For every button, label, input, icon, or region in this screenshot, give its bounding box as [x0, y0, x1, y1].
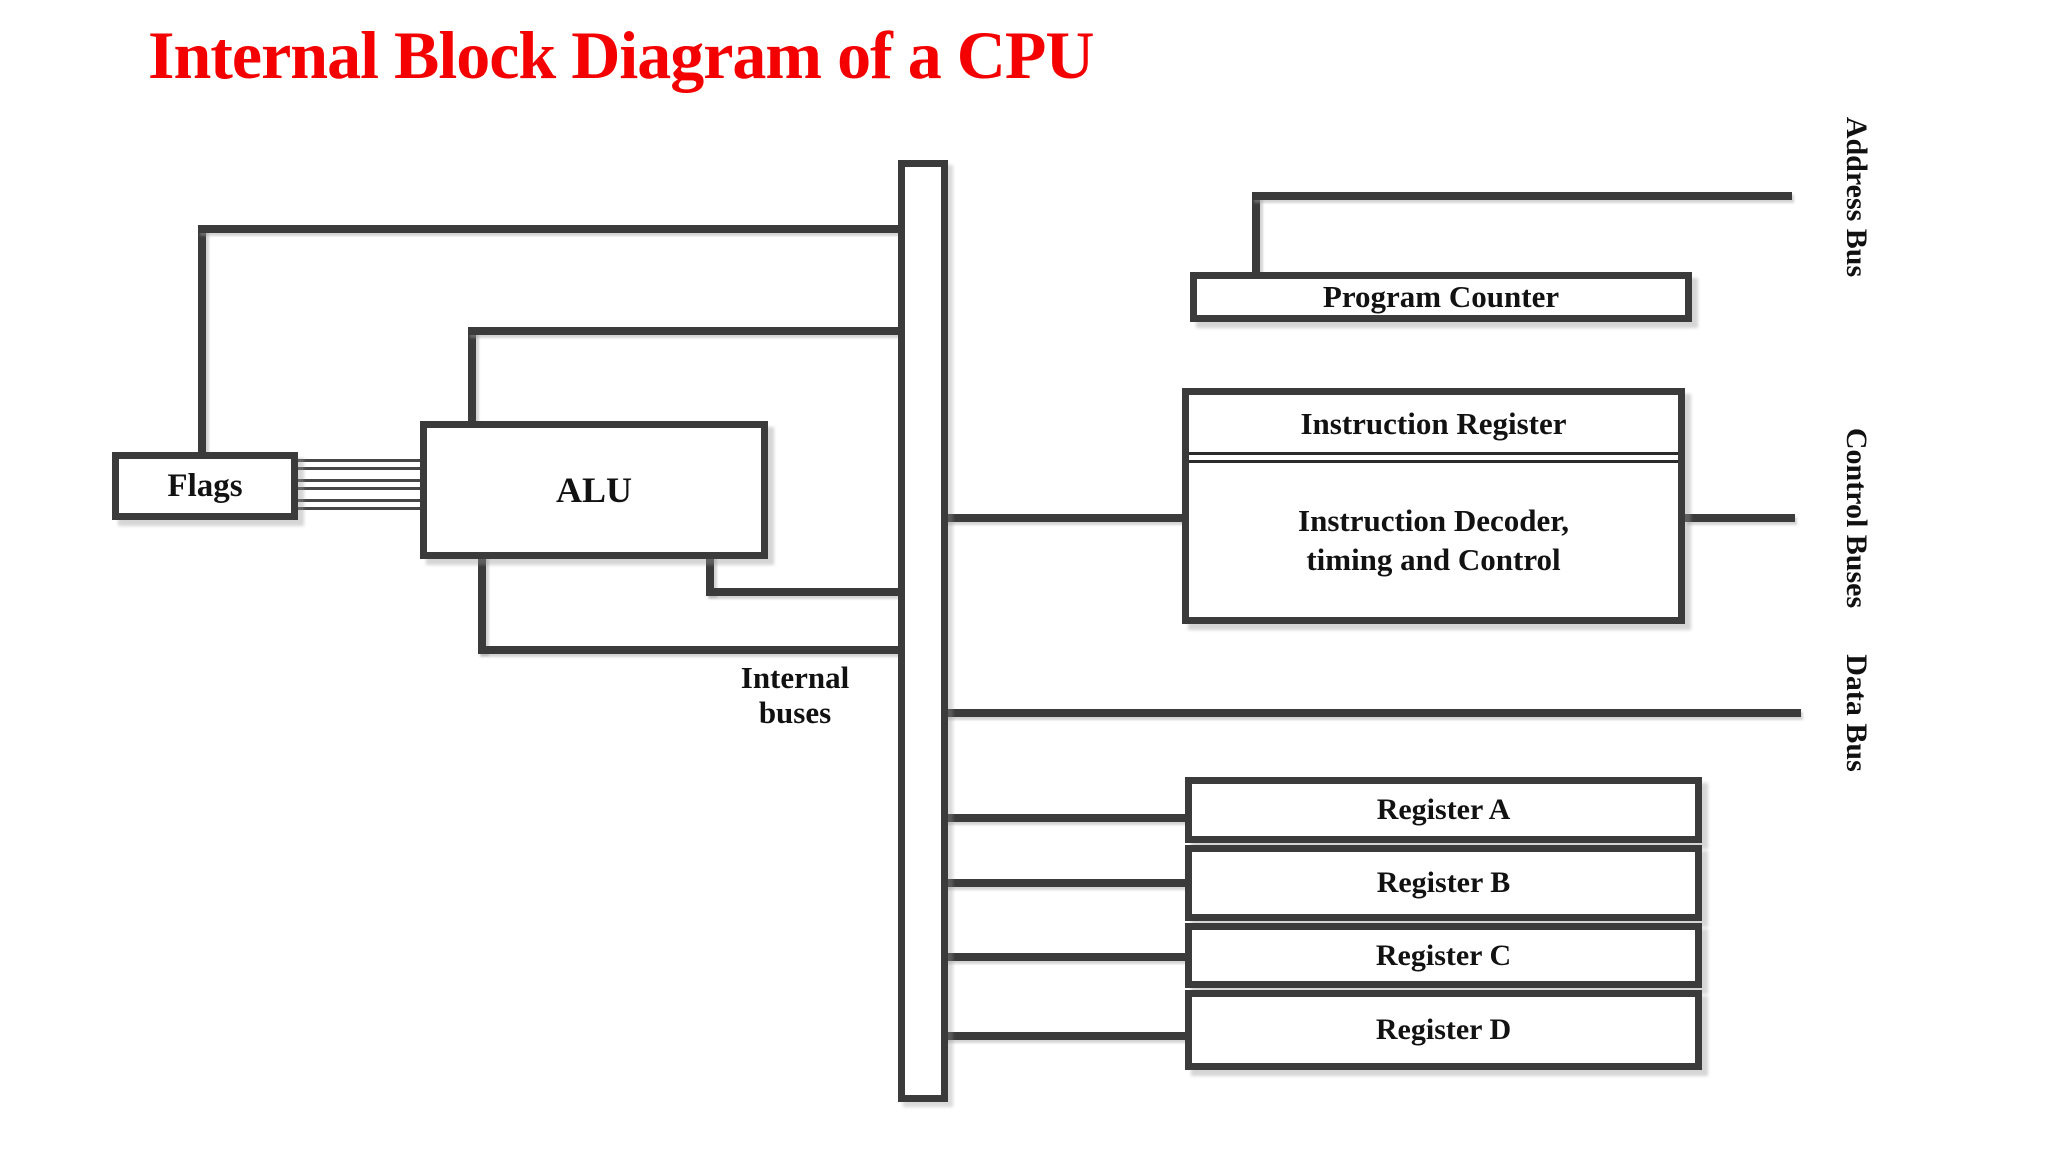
flags-top-connector-vertical [198, 225, 206, 456]
alu-bottom-left-to-bus-line [478, 646, 905, 654]
program-counter-block: Program Counter [1190, 272, 1692, 322]
instruction-decoder-label-line2: timing and Control [1306, 542, 1561, 577]
bus-to-register-c-stub [941, 953, 1187, 961]
flags-alu-channel-1 [298, 459, 420, 470]
program-counter-top-connector [1252, 196, 1260, 278]
alu-label: ALU [555, 470, 632, 510]
internal-buses-label: Internal buses [700, 660, 890, 730]
instruction-decoder-label-line1: Instruction Decoder, [1298, 503, 1569, 538]
internal-buses-label-line1: Internal [740, 660, 850, 695]
alu-top-connector-vertical [468, 327, 476, 425]
flags-block: Flags [112, 452, 298, 520]
instruction-register-divider [1189, 452, 1678, 463]
program-counter-label: Program Counter [1322, 279, 1560, 314]
instruction-register-label: Instruction Register [1300, 405, 1567, 441]
flags-label: Flags [167, 467, 243, 504]
data-bus-line [941, 709, 1801, 717]
flags-alu-channel-2 [298, 479, 420, 490]
alu-block: ALU [420, 421, 768, 559]
instruction-register-decoder-block: Instruction Register Instruction Decoder… [1182, 388, 1685, 624]
control-buses-label: Control Buses [1840, 427, 1873, 609]
register-d-label: Register D [1375, 1013, 1512, 1046]
control-bus-line [1685, 514, 1795, 522]
bus-to-register-b-stub [941, 879, 1187, 887]
internal-buses-label-line2: buses [758, 695, 832, 730]
instruction-register-section: Instruction Register [1189, 395, 1678, 452]
register-a-label: Register A [1376, 793, 1511, 826]
flags-to-bus-line [198, 225, 905, 233]
address-bus-line [1252, 192, 1792, 200]
address-bus-label: Address Bus [1840, 116, 1873, 278]
register-d-block: Register D [1185, 990, 1702, 1070]
bus-to-register-d-stub [941, 1032, 1187, 1040]
bus-to-register-a-stub [941, 814, 1187, 822]
instruction-decoder-section: Instruction Decoder, timing and Control [1189, 463, 1678, 617]
alu-bottom-left-connector-vertical [478, 556, 486, 654]
bus-to-decoder-line [941, 514, 1186, 522]
data-bus-label: Data Bus [1840, 654, 1873, 772]
alu-bottom-right-connector-vertical [706, 556, 714, 596]
internal-bus-rectangle [898, 160, 948, 1102]
alu-top-to-bus-line [468, 327, 905, 335]
register-b-block: Register B [1185, 845, 1702, 921]
register-a-block: Register A [1185, 777, 1702, 843]
flags-alu-channel-3 [298, 499, 420, 510]
register-b-label: Register B [1376, 866, 1511, 899]
register-c-label: Register C [1375, 938, 1512, 972]
alu-bottom-right-to-bus-line [706, 588, 905, 596]
register-c-block: Register C [1185, 923, 1702, 988]
page-title: Internal Block Diagram of a CPU [148, 17, 1094, 93]
